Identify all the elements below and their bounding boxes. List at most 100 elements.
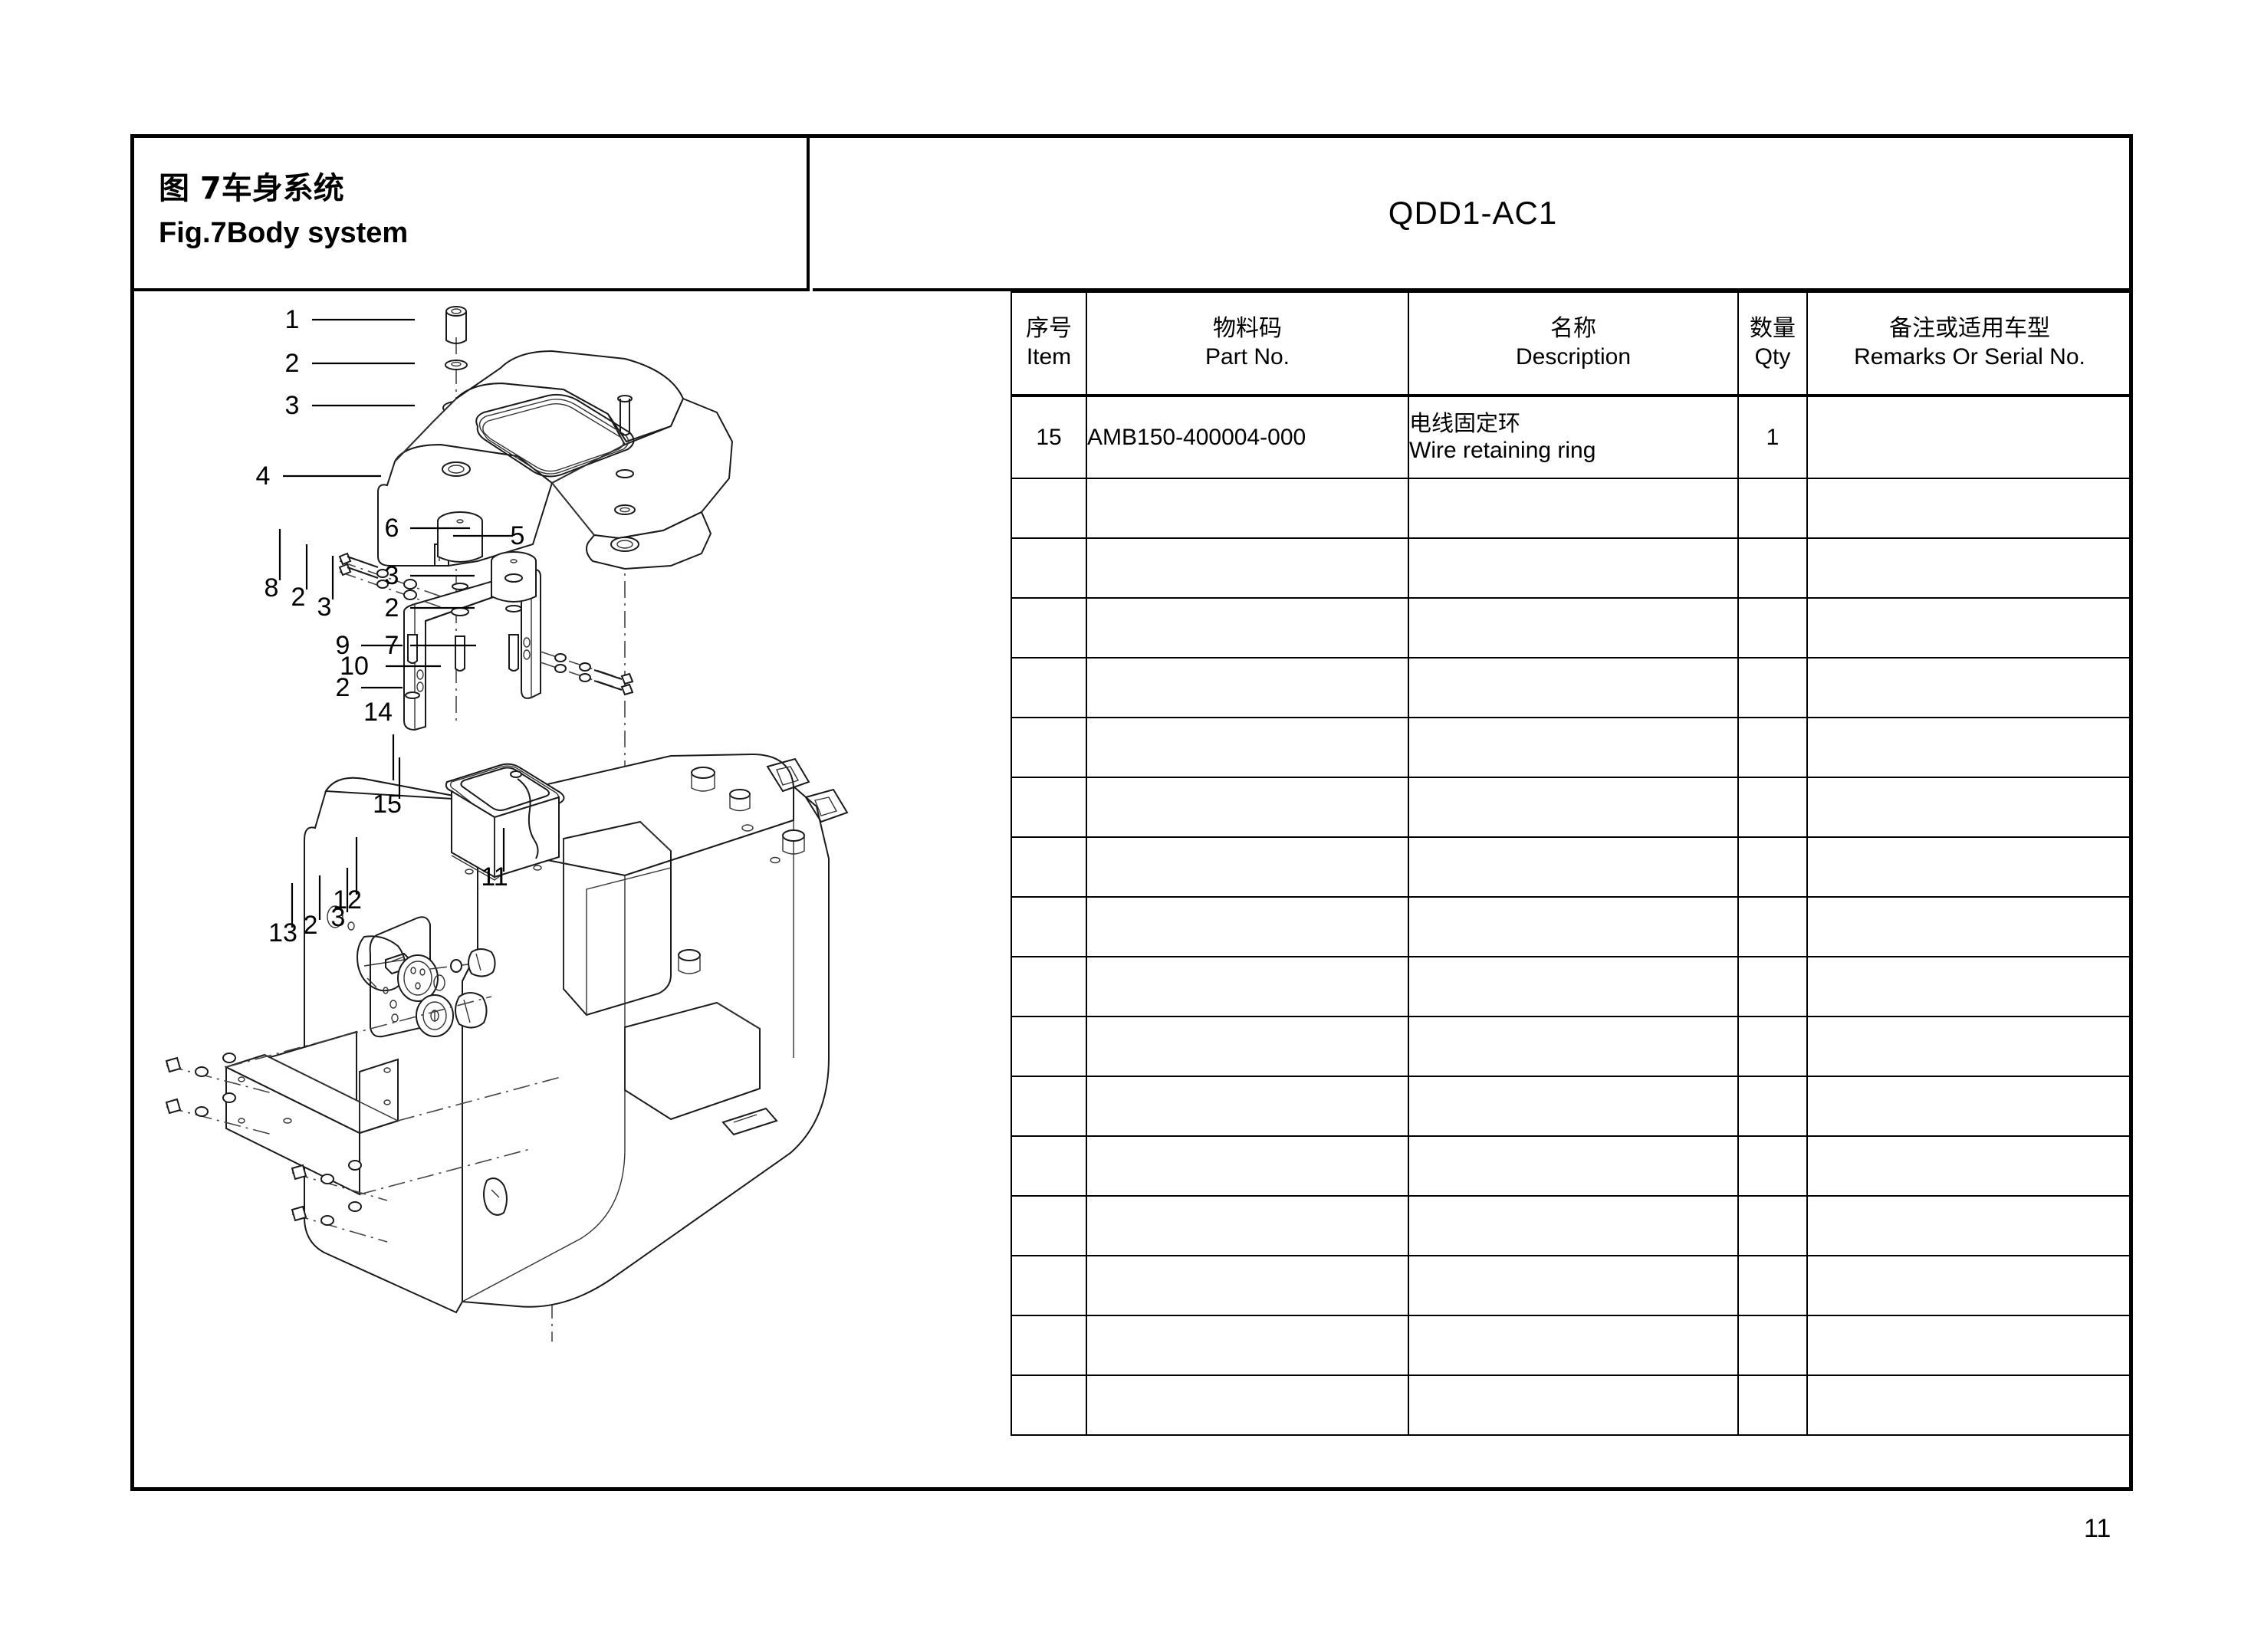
bolt-pair-right <box>540 651 634 696</box>
parts-table-container: 序号 Item 物料码 Part No. 名称 Description 数量 Q… <box>1008 291 2133 1491</box>
col-header-part-no-cn: 物料码 <box>1213 315 1282 343</box>
callout-number-2: 2 <box>291 583 306 612</box>
cell-item-empty <box>1011 1076 1087 1137</box>
col-header-item-en: Item <box>1026 344 1072 369</box>
cell-desc-empty <box>1408 1255 1739 1316</box>
cell-rem-empty <box>1806 836 2133 898</box>
table-row-empty <box>1011 836 2133 898</box>
col-header-item: 序号 Item <box>1011 291 1087 397</box>
cell-description: 电线固定环 Wire retaining ring <box>1408 395 1739 479</box>
col-header-part-no: 物料码 Part No. <box>1086 291 1409 397</box>
table-row-empty <box>1011 956 2133 1017</box>
table-row-empty <box>1011 1016 2133 1077</box>
cell-rem-empty <box>1806 717 2133 778</box>
callout-number-15: 15 <box>373 790 402 819</box>
cell-item-empty <box>1011 1195 1087 1256</box>
cell-desc-empty <box>1408 1016 1739 1077</box>
cell-desc-empty <box>1408 1315 1739 1376</box>
cell-rem-empty <box>1806 896 2133 957</box>
cell-description-en: Wire retaining ring <box>1409 437 1596 463</box>
cell-rem-empty <box>1806 1315 2133 1376</box>
cell-part-empty <box>1086 896 1409 957</box>
cell-item-empty <box>1011 896 1087 957</box>
cell-desc-empty <box>1408 717 1739 778</box>
wire-retaining-ring-icon <box>416 994 454 1037</box>
col-header-description-cn: 名称 <box>1550 315 1596 343</box>
cell-qty-empty <box>1737 1076 1808 1137</box>
title-line-english: Fig.7 Body system <box>159 209 807 253</box>
cell-qty-empty <box>1737 1374 1808 1436</box>
cell-rem-empty <box>1806 1374 2133 1436</box>
panel-screw-group-upper <box>165 1053 273 1135</box>
cell-item-empty <box>1011 1135 1087 1197</box>
cell-part-empty <box>1086 537 1409 599</box>
cell-description-cn: 电线固定环 <box>1409 409 1521 436</box>
cell-part-empty <box>1086 777 1409 838</box>
callout-number-2: 2 <box>336 673 350 702</box>
callout-number-2: 2 <box>285 349 300 378</box>
table-row-empty <box>1011 1374 2133 1436</box>
parts-table: 序号 Item 物料码 Part No. 名称 Description 数量 Q… <box>1011 291 2133 1436</box>
panel-screw-group-lower <box>291 1160 388 1243</box>
col-header-remarks: 备注或适用车型 Remarks Or Serial No. <box>1806 291 2133 397</box>
callout-number-3: 3 <box>317 593 332 622</box>
table-row-empty <box>1011 1076 2133 1137</box>
callout-number-3: 3 <box>385 561 399 590</box>
fastener-stack-right <box>504 573 523 672</box>
model-number: QDD1-AC1 <box>1388 195 1558 231</box>
rubber-mount-icon-left <box>437 511 483 563</box>
table-row-empty <box>1011 597 2133 659</box>
cell-rem-empty <box>1806 777 2133 838</box>
table-row-empty <box>1011 896 2133 957</box>
cell-qty-empty <box>1737 896 1808 957</box>
callout-number-2: 2 <box>304 911 318 940</box>
figure-label-chinese: 图 7 <box>159 171 222 206</box>
cell-desc-empty <box>1408 956 1739 1017</box>
cell-qty-empty <box>1737 777 1808 838</box>
cell-part-empty <box>1086 1076 1409 1137</box>
cell-part-empty <box>1086 956 1409 1017</box>
callout-number-1: 1 <box>285 305 300 334</box>
table-row-empty <box>1011 1195 2133 1256</box>
callout-number-14: 14 <box>363 698 393 727</box>
cell-item-empty <box>1011 478 1087 539</box>
cell-desc-empty <box>1408 1076 1739 1137</box>
callout-number-8: 8 <box>265 573 279 603</box>
table-row-empty <box>1011 717 2133 778</box>
cell-part-empty <box>1086 1255 1409 1316</box>
cell-qty-empty <box>1737 1255 1808 1316</box>
parts-table-body: 15 AMB150-400004-000 电线固定环 Wire retainin… <box>1011 395 2133 1436</box>
col-header-qty-en: Qty <box>1754 344 1791 369</box>
cell-desc-empty <box>1408 836 1739 898</box>
parts-table-header-row: 序号 Item 物料码 Part No. 名称 Description 数量 Q… <box>1011 291 2133 397</box>
col-header-remarks-cn: 备注或适用车型 <box>1889 315 2050 343</box>
cell-part-empty <box>1086 478 1409 539</box>
seat-assembly-group <box>338 306 734 1342</box>
cell-part-empty <box>1086 717 1409 778</box>
battery-box <box>445 763 565 881</box>
callout-number-13: 13 <box>268 918 297 948</box>
cell-desc-empty <box>1408 597 1739 659</box>
cell-qty: 1 <box>1737 395 1808 479</box>
cell-item-empty <box>1011 717 1087 778</box>
cell-item: 15 <box>1011 395 1087 479</box>
cell-desc-empty <box>1408 478 1739 539</box>
table-row-empty <box>1011 537 2133 599</box>
col-header-part-no-en: Part No. <box>1204 344 1290 369</box>
table-row-empty <box>1011 657 2133 718</box>
cell-desc-empty <box>1408 777 1739 838</box>
callout-number-3: 3 <box>331 903 346 932</box>
cell-desc-empty <box>1408 537 1739 599</box>
cell-rem-empty <box>1806 657 2133 718</box>
cell-item-empty <box>1011 597 1087 659</box>
figure-label-english: Fig.7 <box>159 216 227 249</box>
cell-item-empty <box>1011 537 1087 599</box>
figure-title-english: Body system <box>226 216 409 249</box>
bolt-short-icon <box>405 634 420 699</box>
cell-item-empty <box>1011 657 1087 718</box>
col-header-item-cn: 序号 <box>1026 315 1072 343</box>
cell-rem-empty <box>1806 1076 2133 1137</box>
title-line-chinese: 图 7 车身系统 <box>159 169 807 209</box>
